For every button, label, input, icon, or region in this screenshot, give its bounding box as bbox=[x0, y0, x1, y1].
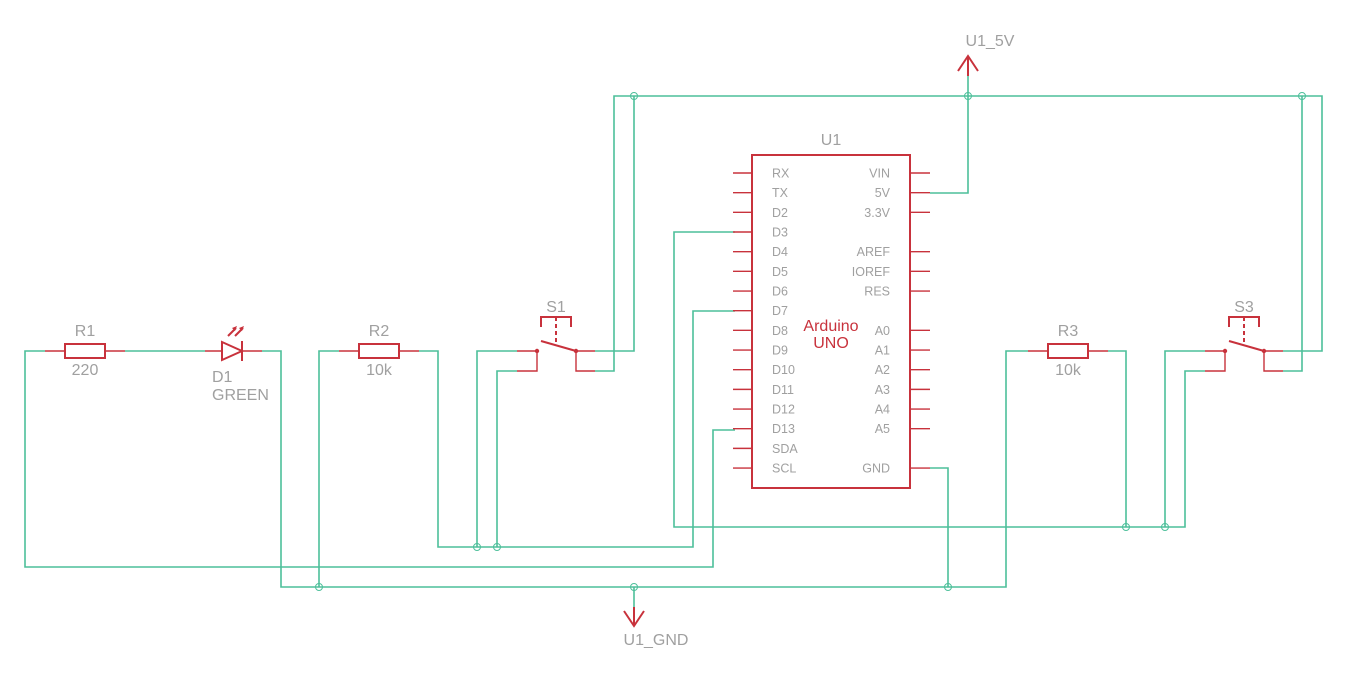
u1-pin-label: D2 bbox=[772, 206, 788, 220]
u1-pin-label: D8 bbox=[772, 324, 788, 338]
junction bbox=[1161, 523, 1169, 531]
led-d1[interactable]: D1 GREEN bbox=[205, 326, 269, 404]
wire-d3[interactable] bbox=[673, 231, 1205, 528]
light-emission-icon bbox=[227, 326, 244, 337]
r1-name: R1 bbox=[75, 323, 96, 340]
u1-title-line1: Arduino bbox=[803, 318, 858, 335]
u1-pin-label: TX bbox=[772, 186, 789, 200]
wire-s1-right-bottom[interactable] bbox=[595, 95, 1323, 372]
u1-name: U1 bbox=[821, 132, 842, 149]
arduino-u1[interactable]: U1 Arduino UNO RX TX D2D3D4D5D6D7D8D9D10D1… bbox=[733, 132, 930, 489]
u1-pin-label: D3 bbox=[772, 226, 788, 240]
s1-name: S1 bbox=[546, 299, 566, 316]
u1-pin-label: D10 bbox=[772, 363, 795, 377]
junction bbox=[473, 543, 481, 551]
wire-s3-left-top[interactable] bbox=[1164, 350, 1205, 527]
wire-d1-gnd[interactable] bbox=[262, 350, 1028, 588]
junction bbox=[315, 583, 323, 591]
wire-s1-right-top[interactable] bbox=[595, 96, 635, 352]
r2-name: R2 bbox=[369, 323, 390, 340]
u1-pin-label: SCL bbox=[772, 462, 796, 476]
resistor-r3[interactable]: R3 10k bbox=[1028, 323, 1108, 379]
wire-r2-right-d7[interactable] bbox=[419, 310, 735, 548]
s3-name: S3 bbox=[1234, 299, 1254, 316]
junction bbox=[1298, 92, 1306, 100]
r2-value: 10k bbox=[366, 362, 393, 379]
u1-pin-label: D4 bbox=[772, 245, 788, 259]
u1-pin-label: A0 bbox=[875, 324, 890, 338]
u1-pin-label: IOREF bbox=[852, 265, 891, 279]
wire-s3-right-bottom[interactable] bbox=[1283, 96, 1303, 372]
wire-u1-gnd[interactable] bbox=[930, 467, 949, 587]
wire-r3-right[interactable] bbox=[1108, 350, 1127, 527]
gnd-label: U1_GND bbox=[624, 632, 689, 649]
d1-name: D1 bbox=[212, 369, 233, 386]
junctions bbox=[315, 92, 1306, 591]
junction bbox=[1122, 523, 1130, 531]
d1-value: GREEN bbox=[212, 387, 269, 404]
u1-pin-label: D13 bbox=[772, 422, 795, 436]
wires bbox=[24, 76, 1323, 607]
r1-value: 220 bbox=[72, 362, 99, 379]
u1-pin-label: D5 bbox=[772, 265, 788, 279]
u1-pin-label: D6 bbox=[772, 285, 788, 299]
u1-pin-label: D9 bbox=[772, 344, 788, 358]
u1-title-line2: UNO bbox=[813, 335, 849, 352]
ground-symbol[interactable]: U1_GND bbox=[623, 607, 689, 649]
wire-s1-left-top[interactable] bbox=[476, 350, 517, 547]
u1-pin-label: 5V bbox=[875, 186, 891, 200]
power-5v-symbol[interactable]: U1_5V bbox=[957, 33, 1015, 76]
u1-pin-label: RX bbox=[772, 167, 790, 181]
u1-pin-label: GND bbox=[862, 462, 890, 476]
wire-5v[interactable] bbox=[930, 76, 969, 194]
r3-value: 10k bbox=[1055, 362, 1082, 379]
u1-pin-label: A5 bbox=[875, 422, 890, 436]
junction bbox=[964, 92, 972, 100]
u1-pin-label: D12 bbox=[772, 403, 795, 417]
junction bbox=[493, 543, 501, 551]
junction bbox=[630, 92, 638, 100]
wire-d13-r1[interactable] bbox=[24, 350, 735, 568]
u1-pin-label: A4 bbox=[875, 403, 890, 417]
resistor-r2[interactable]: R2 10k bbox=[339, 323, 419, 379]
r3-name: R3 bbox=[1058, 323, 1079, 340]
junction bbox=[630, 583, 638, 591]
u1-pin-label: A3 bbox=[875, 383, 890, 397]
u1-pin-label: A2 bbox=[875, 363, 890, 377]
vcc-label: U1_5V bbox=[966, 33, 1015, 50]
u1-pin-label: A1 bbox=[875, 344, 890, 358]
junction bbox=[944, 583, 952, 591]
u1-pin-label: 3.3V bbox=[864, 206, 890, 220]
u1-pin-label: RES bbox=[864, 285, 890, 299]
u1-pin-label: D7 bbox=[772, 304, 788, 318]
resistor-r1[interactable]: R1 220 bbox=[45, 323, 125, 379]
u1-pin-label: VIN bbox=[869, 167, 890, 181]
u1-pin-label: SDA bbox=[772, 442, 798, 456]
pushbutton-s1[interactable]: S1 bbox=[517, 299, 595, 372]
u1-pin-label: D11 bbox=[772, 383, 794, 397]
wire-r2-left-gnd[interactable] bbox=[318, 350, 339, 587]
wire-s1-left-bottom[interactable] bbox=[496, 370, 517, 547]
pushbutton-s3[interactable]: S3 bbox=[1205, 299, 1283, 372]
u1-pin-label: AREF bbox=[857, 245, 891, 259]
